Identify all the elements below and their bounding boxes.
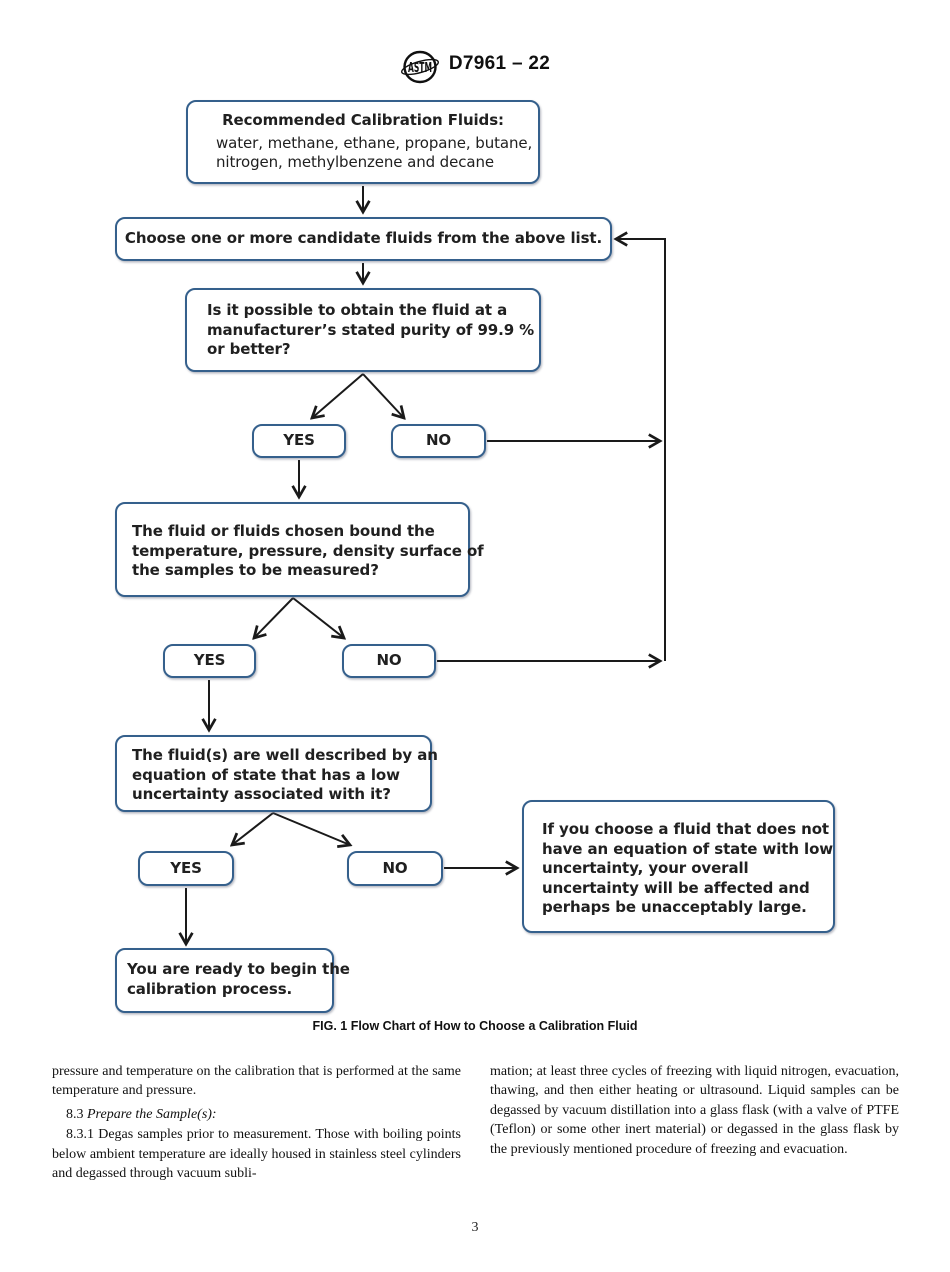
arrow-eos-to-no3: [272, 812, 350, 845]
yes-1-label: YES: [283, 431, 315, 450]
arrow-eos-to-yes3: [232, 812, 274, 845]
node-no-3: NO: [347, 851, 443, 886]
node-recommended-fluids: Recommended Calibration Fluids: water, m…: [186, 100, 540, 184]
node-purity-question: Is it possible to obtain the fluid at a …: [185, 288, 541, 372]
flowchart-connectors: [0, 186, 666, 1060]
astm-logo-text: ASTM: [408, 61, 432, 76]
section-heading: 8.3 Prepare the Sample(s):: [52, 1105, 461, 1124]
body-column-left: pressure and temperature on the calibrat…: [52, 1062, 461, 1183]
doc-code: D7961 – 22: [448, 53, 551, 74]
no-1-label: NO: [425, 431, 452, 450]
node-choose-fluids: Choose one or more candidate fluids from…: [115, 217, 612, 261]
node-yes-1: YES: [252, 424, 346, 458]
choose-fluids-label: Choose one or more candidate fluids from…: [124, 229, 603, 248]
recommended-fluids-title: Recommended Calibration Fluids:: [222, 111, 504, 129]
node-warning: If you choose a fluid that does not have…: [522, 800, 835, 933]
paragraph: mation; at least three cycles of freezin…: [490, 1064, 899, 1157]
arrow-purity-to-no1: [362, 373, 404, 418]
node-eos-question: The fluid(s) are well described by an eq…: [115, 735, 438, 812]
paragraph: pressure and temperature on the calibrat…: [52, 1064, 461, 1099]
node-ready: You are ready to begin the calibration p…: [115, 948, 350, 1013]
page-header: ASTM D7961 – 22: [0, 44, 950, 90]
section-number: 8.3: [66, 1106, 87, 1122]
figure-caption: FIG. 1 Flow Chart of How to Choose a Cal…: [312, 1019, 638, 1033]
recommended-fluids-list: water, methane, ethane, propane, butane,…: [216, 133, 533, 172]
arrow-purity-to-yes1: [312, 373, 364, 418]
no-3-label: NO: [382, 858, 408, 877]
no-2-label: NO: [376, 651, 402, 670]
node-no-1: NO: [391, 424, 486, 458]
body-column-right: mation; at least three cycles of freezin…: [490, 1062, 899, 1159]
arrow-bound-to-yes2: [254, 597, 294, 638]
page-number: 3: [471, 1220, 479, 1235]
yes-2-label: YES: [193, 651, 226, 670]
arrow-bound-to-no2: [292, 597, 344, 638]
loop-line-to-choose: [616, 239, 666, 661]
node-yes-3: YES: [138, 851, 234, 886]
paragraph: 8.3.1 Degas samples prior to measurement…: [52, 1127, 461, 1182]
node-yes-2: YES: [163, 644, 256, 678]
section-title: Prepare the Sample(s):: [87, 1106, 217, 1122]
node-no-2: NO: [342, 644, 436, 678]
yes-3-label: YES: [170, 858, 202, 877]
astm-logo-icon: ASTM: [400, 50, 439, 84]
node-bound-question: The fluid or fluids chosen bound the tem…: [115, 502, 484, 597]
